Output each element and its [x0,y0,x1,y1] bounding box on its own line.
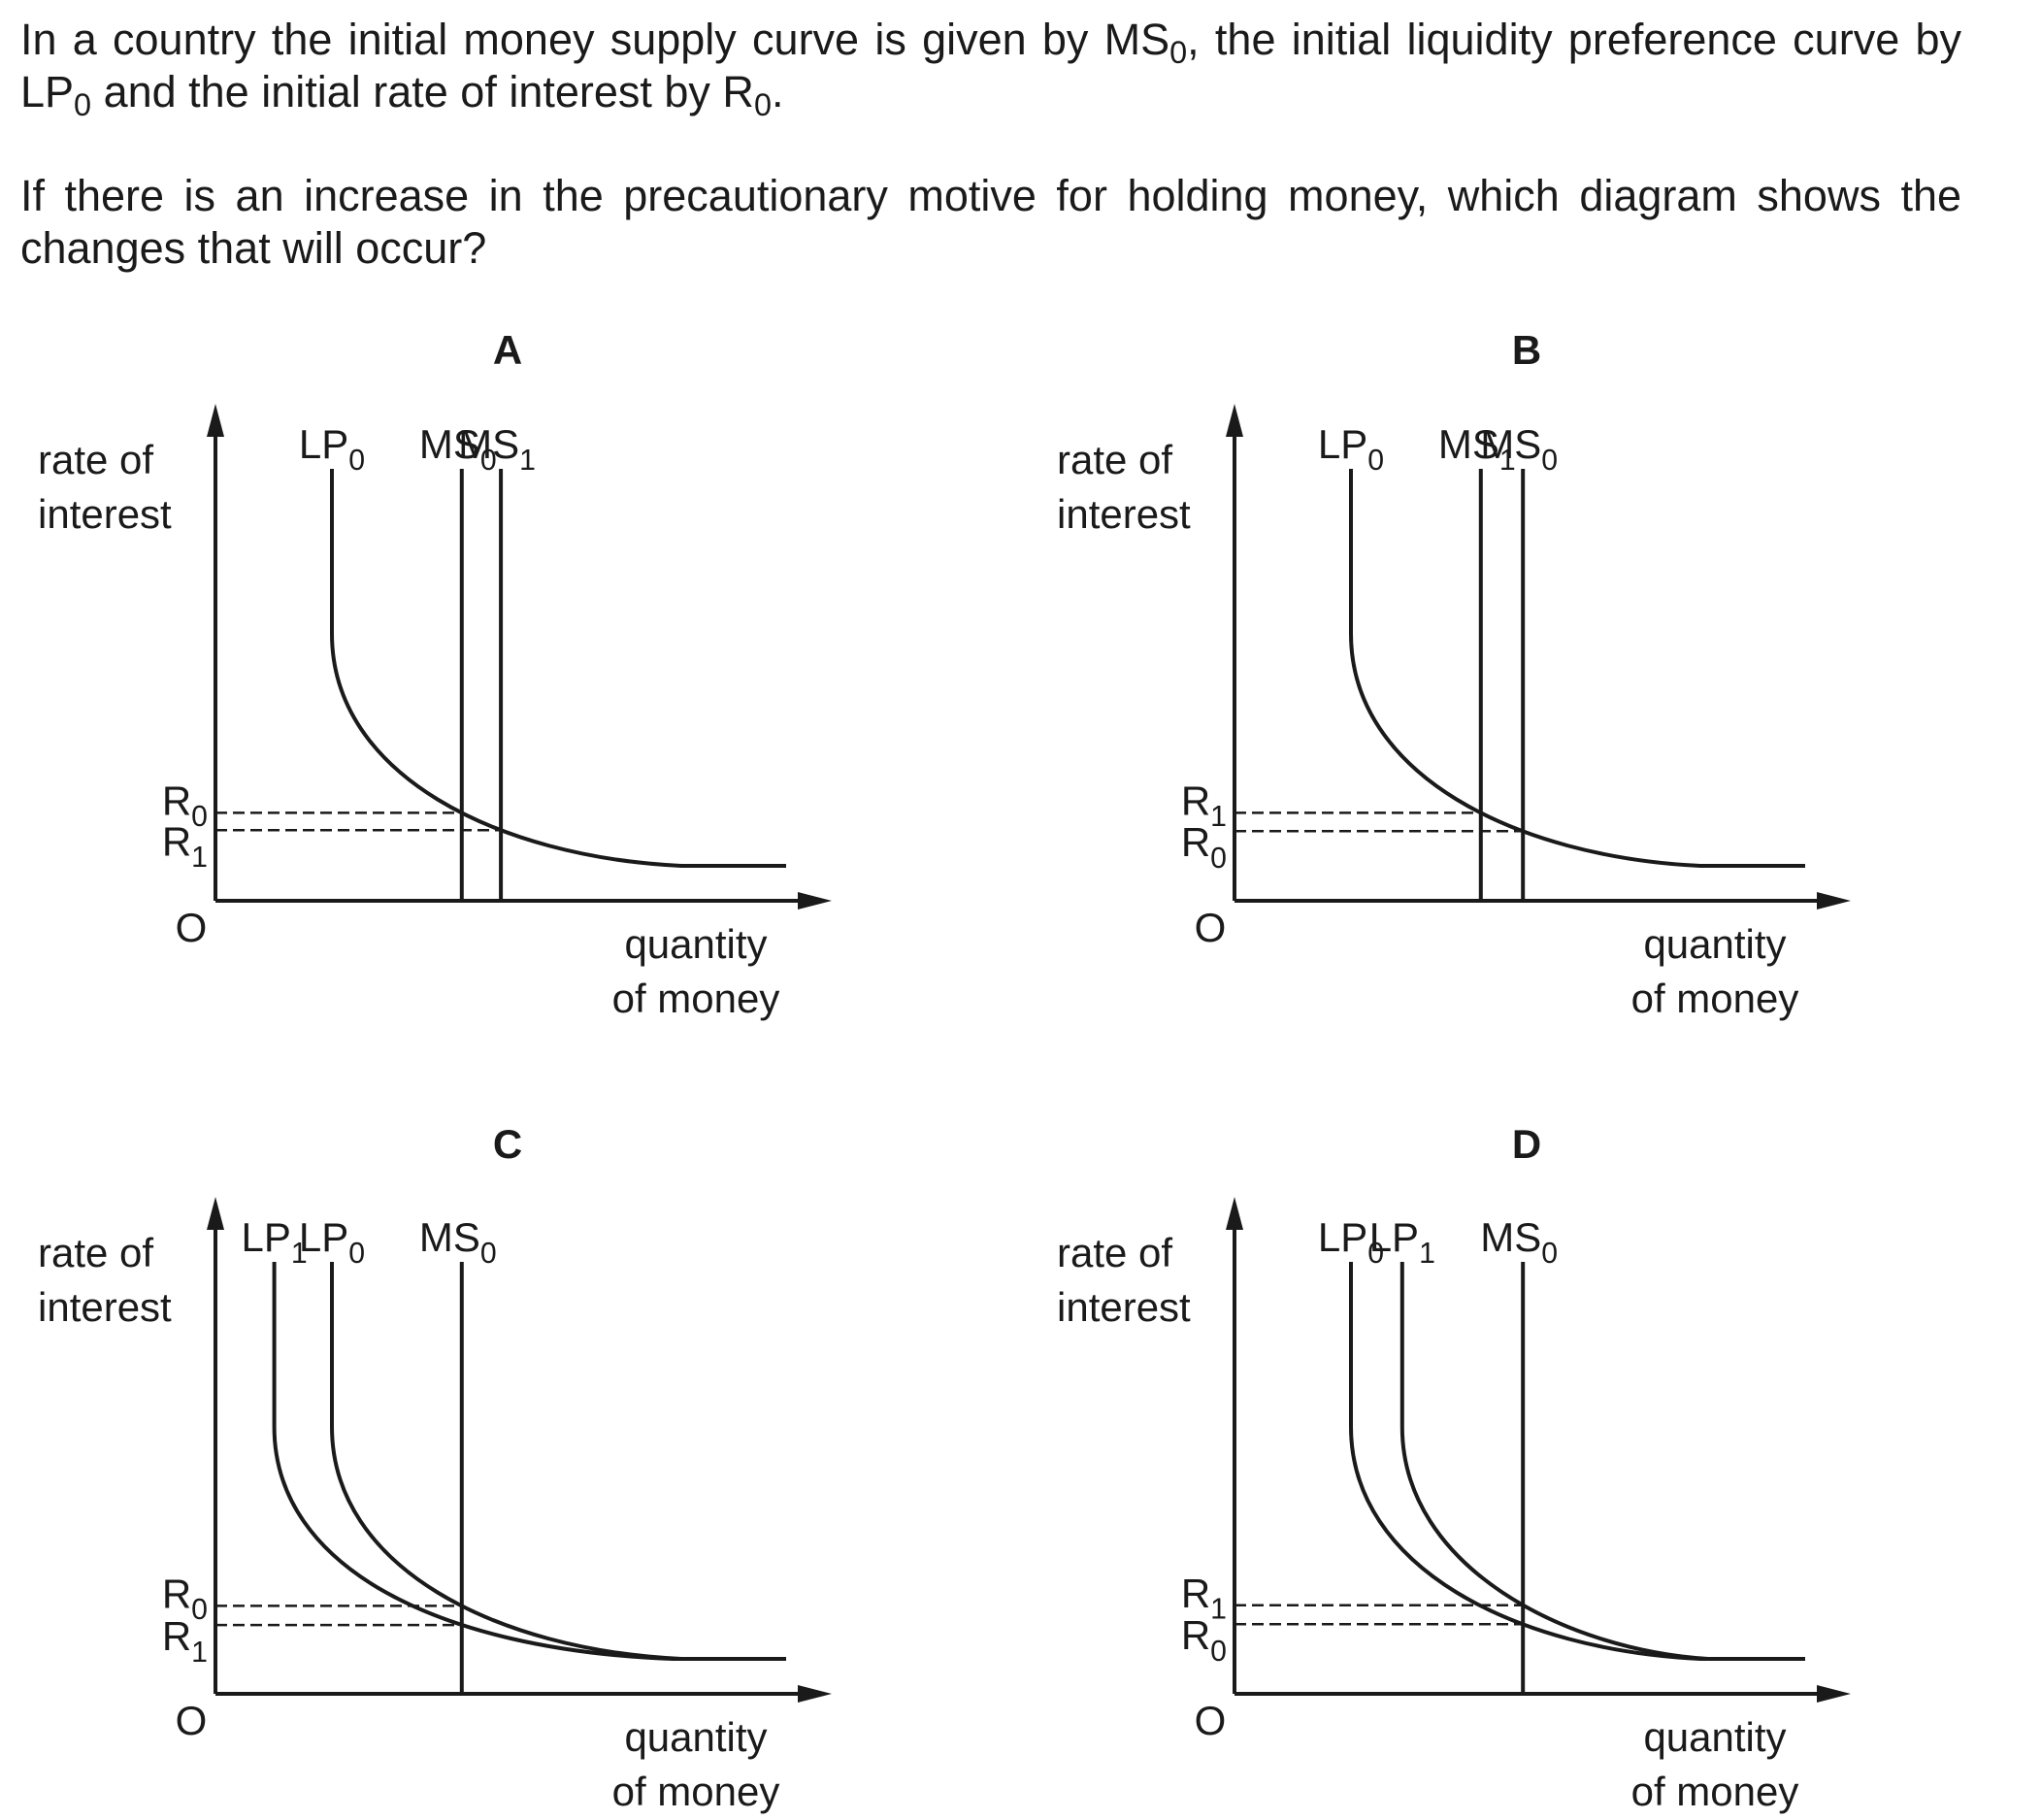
lp-curve-0 [330,1262,786,1661]
diagram-title: B [1512,327,1541,373]
origin-label: O [1195,1698,1227,1743]
rate-label-0: R0 [1181,819,1227,875]
origin-label: O [1195,905,1227,950]
question-stem-line-2: LP0 and the initial rate of interest by … [20,67,784,123]
diagram-title: A [493,327,522,373]
lp-curve-0 [1349,1262,1805,1661]
origin-label: O [176,905,208,950]
y-axis-arrow [1226,1197,1243,1230]
lp-curve-1 [272,1262,786,1661]
lp-label-0: LP0 [299,421,365,477]
question-stem-line-1: In a country the initial money supply cu… [20,15,1961,71]
lp-curve-0 [330,469,786,868]
ms-label-0: MS0 [1480,1214,1558,1270]
lp-label-0: LP0 [1318,421,1384,477]
rate-label-1: R1 [1181,1571,1227,1626]
ms-label-0: MS0 [419,1214,497,1270]
x-axis-arrow [1817,892,1851,910]
x-axis-arrow [1817,1685,1851,1703]
rate-label-1: R1 [162,818,208,874]
rate-label-0: R0 [1181,1612,1227,1668]
lp-label-0: LP0 [299,1214,365,1270]
y-axis-arrow [207,404,224,437]
diagram-title: D [1512,1121,1541,1167]
x-axis-arrow [798,892,832,910]
diagram-title: C [493,1121,522,1167]
ms-label-0: MS0 [419,421,497,477]
ms-label-0: MS0 [1480,421,1558,477]
lp-curve-1 [1399,1262,1805,1661]
lp-label-1: LP1 [1369,1214,1435,1270]
rate-label-0: R0 [162,778,208,833]
lp-label-0: LP0 [1318,1214,1384,1270]
ms-label-1: MS1 [458,421,536,477]
x-axis-arrow [798,1685,832,1703]
question-stem: In a country the initial money supply cu… [20,14,1961,123]
rate-label-1: R1 [1181,778,1227,833]
lp-label-1: LP1 [241,1214,307,1270]
lp-curve-0 [1349,469,1805,868]
rate-label-1: R1 [162,1613,208,1669]
y-axis-arrow [207,1197,224,1230]
question-prompt: If there is an increase in the precautio… [20,170,1961,275]
ms-label-1: MS1 [1438,421,1516,477]
question-prompt-line-1: If there is an increase in the precautio… [20,171,1961,220]
question-prompt-line-2: changes that will occur? [20,223,487,273]
rate-label-0: R0 [162,1571,208,1626]
origin-label: O [176,1698,208,1743]
y-axis-arrow [1226,404,1243,437]
